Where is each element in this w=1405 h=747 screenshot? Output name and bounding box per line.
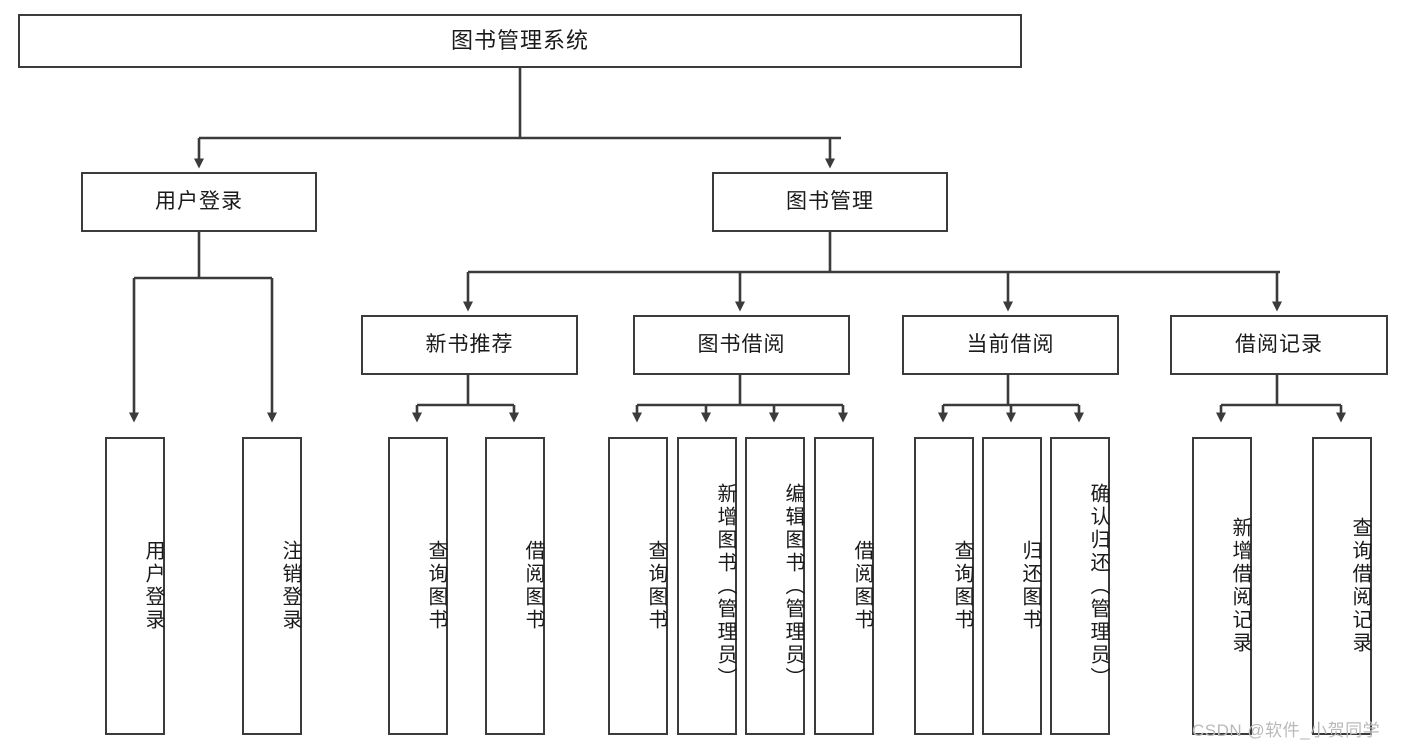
- leaf-query-book-3[interactable]: 查询图书: [914, 437, 974, 735]
- node-current-borrow-label: 当前借阅: [966, 332, 1055, 356]
- leaf-edit-book[interactable]: 编辑图书（管理员）: [745, 437, 805, 735]
- node-book-borrow-label: 图书借阅: [697, 332, 786, 356]
- node-root[interactable]: 图书管理系统: [18, 14, 1022, 68]
- leaf-borrow-book-1[interactable]: 借阅图书: [485, 437, 545, 735]
- node-new-book-rec[interactable]: 新书推荐: [361, 315, 578, 375]
- node-borrow-record[interactable]: 借阅记录: [1170, 315, 1388, 375]
- leaf-query-book-2[interactable]: 查询图书: [608, 437, 668, 735]
- leaf-query-book-3-label: 查询图书: [951, 540, 973, 632]
- leaf-user-logout[interactable]: 注销登录: [242, 437, 302, 735]
- leaf-query-book-2-label: 查询图书: [645, 540, 667, 632]
- leaf-confirm-return[interactable]: 确认归还（管理员）: [1050, 437, 1110, 735]
- leaf-add-record[interactable]: 新增借阅记录: [1192, 437, 1252, 735]
- leaf-confirm-return-label: 确认归还（管理员）: [1087, 482, 1109, 690]
- leaf-borrow-book-2-label: 借阅图书: [851, 540, 873, 632]
- leaf-query-record-label: 查询借阅记录: [1349, 517, 1371, 655]
- node-root-label: 图书管理系统: [450, 28, 589, 54]
- leaf-borrow-book-2[interactable]: 借阅图书: [814, 437, 874, 735]
- leaf-user-logout-label: 注销登录: [279, 540, 301, 632]
- leaf-user-login[interactable]: 用户登录: [105, 437, 165, 735]
- csdn-watermark: CSDN @软件_小贺同学: [1192, 721, 1381, 740]
- node-book-manage[interactable]: 图书管理: [712, 172, 948, 232]
- node-borrow-record-label: 借阅记录: [1235, 332, 1323, 356]
- leaf-add-book[interactable]: 新增图书（管理员）: [677, 437, 737, 735]
- leaf-add-record-label: 新增借阅记录: [1229, 517, 1251, 655]
- leaf-user-login-label: 用户登录: [142, 540, 164, 632]
- leaf-borrow-book-1-label: 借阅图书: [522, 540, 544, 632]
- node-book-borrow[interactable]: 图书借阅: [633, 315, 850, 375]
- leaf-edit-book-label: 编辑图书（管理员）: [782, 482, 804, 690]
- leaf-add-book-label: 新增图书（管理员）: [714, 482, 736, 690]
- node-user-login-label: 用户登录: [155, 189, 243, 213]
- node-book-manage-label: 图书管理: [786, 189, 874, 213]
- node-new-book-rec-label: 新书推荐: [425, 332, 514, 356]
- leaf-return-book-label: 归还图书: [1019, 540, 1041, 632]
- leaf-query-record[interactable]: 查询借阅记录: [1312, 437, 1372, 735]
- leaf-return-book[interactable]: 归还图书: [982, 437, 1042, 735]
- node-user-login[interactable]: 用户登录: [81, 172, 317, 232]
- node-current-borrow[interactable]: 当前借阅: [902, 315, 1119, 375]
- leaf-query-book-1-label: 查询图书: [425, 540, 447, 632]
- leaf-query-book-1[interactable]: 查询图书: [388, 437, 448, 735]
